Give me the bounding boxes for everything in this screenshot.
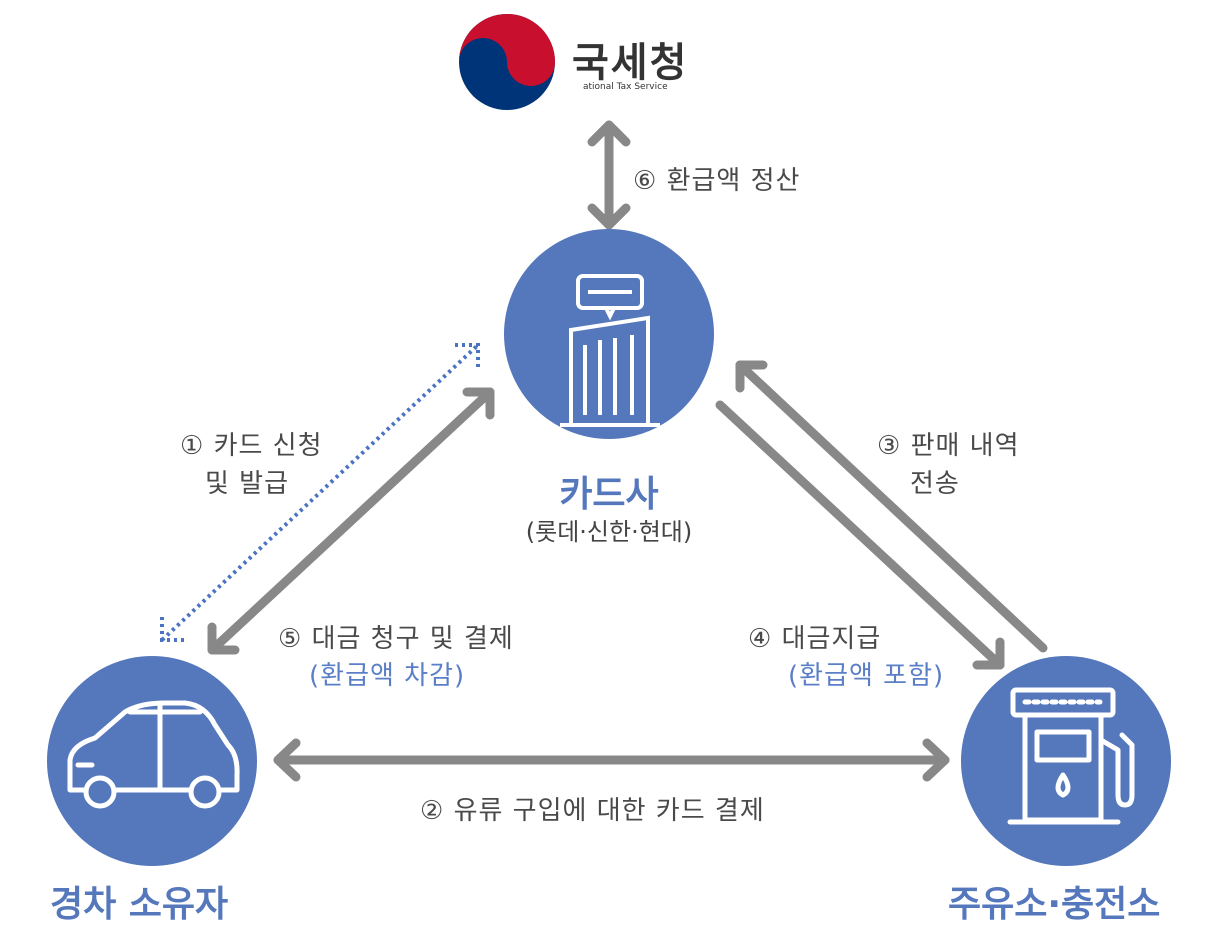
car-owner-node xyxy=(47,656,257,866)
step3-label-line2: 전송 xyxy=(910,469,960,499)
arrow-card-payment xyxy=(273,738,950,782)
step4-label-line1: ④ 대금지급 xyxy=(748,624,882,654)
step3-label-line1: ③ 판매 내역 xyxy=(877,431,1020,461)
step5-label-line2: (환급액 차감) xyxy=(309,661,466,691)
step5-label-line1: ⑤ 대금 청구 및 결제 xyxy=(278,624,514,654)
step1-label-line1: ① 카드 신청 xyxy=(180,431,323,461)
nts-logo-icon xyxy=(459,14,555,110)
building-icon xyxy=(560,274,660,427)
car-owner-title: 경차 소유자 xyxy=(50,884,229,925)
arrow-card-issue xyxy=(160,343,480,642)
step1-label-line2: 및 발급 xyxy=(205,469,290,499)
arrow-payment xyxy=(715,400,1005,670)
gas-station-node xyxy=(961,656,1171,866)
nts-name: 국세청 xyxy=(572,40,689,86)
fuel-pump-icon xyxy=(1007,687,1135,825)
arrow-billing xyxy=(207,387,495,655)
card-company-node xyxy=(504,229,714,439)
nts-subtitle: ational Tax Service xyxy=(583,82,668,92)
card-company-title: 카드사 xyxy=(559,474,659,515)
step2-label: ② 유류 구입에 대한 카드 결제 xyxy=(420,796,765,826)
car-icon xyxy=(67,700,240,809)
card-company-subtitle: (롯데·신한·현대) xyxy=(525,518,693,546)
arrow-settlement xyxy=(587,120,631,230)
gas-station-title: 주유소·충전소 xyxy=(948,884,1161,925)
arrow-sales-data xyxy=(735,360,1048,653)
step4-label-line2: (환급액 포함) xyxy=(788,661,945,691)
step6-label: ⑥ 환급액 정산 xyxy=(633,166,801,196)
